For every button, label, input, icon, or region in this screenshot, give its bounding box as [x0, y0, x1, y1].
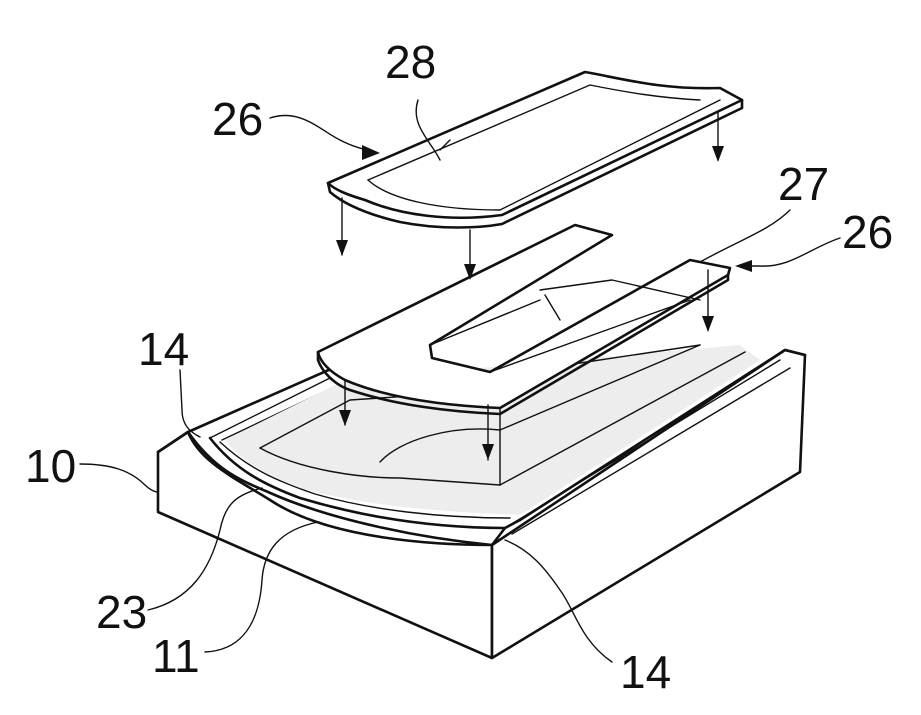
label-28: 28	[385, 36, 436, 88]
label-23: 23	[96, 586, 147, 638]
leader-26-top	[270, 115, 376, 152]
leader-27	[700, 210, 790, 262]
top-layer-face	[328, 72, 742, 218]
label-11: 11	[152, 630, 200, 682]
leader-10	[80, 464, 158, 492]
label-26-top: 26	[212, 93, 263, 145]
label-26-right: 26	[842, 206, 893, 258]
label-10: 10	[25, 440, 76, 492]
label-14-left: 14	[138, 323, 189, 375]
label-14-bottom: 14	[620, 646, 671, 698]
top-layer	[328, 72, 742, 228]
label-27: 27	[778, 158, 829, 210]
leader-26-right	[738, 238, 840, 266]
